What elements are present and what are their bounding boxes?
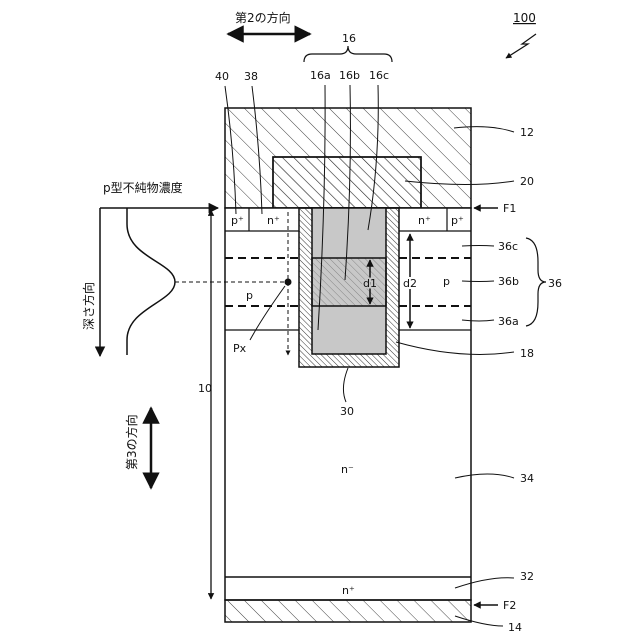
ref-30: 30 bbox=[340, 405, 354, 418]
region-n-minus: n⁻ bbox=[341, 463, 354, 476]
second-direction-label: 第2の方向 bbox=[235, 10, 291, 25]
region-p-left: p bbox=[246, 289, 253, 302]
ref-40: 40 bbox=[215, 70, 229, 83]
ref-F2: F2 bbox=[503, 599, 516, 612]
ref-36: 36 bbox=[548, 277, 562, 290]
insulator-20-hatch bbox=[273, 157, 421, 208]
leader-36c bbox=[462, 246, 494, 247]
figure-number-leader bbox=[506, 34, 536, 58]
ref-16c: 16c bbox=[369, 69, 389, 82]
region-p-right: p bbox=[443, 275, 450, 288]
ref-20: 20 bbox=[520, 175, 534, 188]
ref-32: 32 bbox=[520, 570, 534, 583]
leader-36a bbox=[462, 320, 494, 321]
ref-34: 34 bbox=[520, 472, 534, 485]
figure-number: 100 bbox=[513, 11, 536, 25]
ref-16a: 16a bbox=[310, 69, 331, 82]
region-n-plus-bottom: n⁺ bbox=[342, 584, 355, 597]
depth-direction-label: 深さ方向 bbox=[81, 282, 96, 330]
ref-12: 12 bbox=[520, 126, 534, 139]
concentration-label: p型不純物濃度 bbox=[103, 180, 183, 195]
ref-36a: 36a bbox=[498, 315, 519, 328]
concentration-profile-curve bbox=[127, 208, 175, 355]
region-p-plus-left: p⁺ bbox=[231, 214, 244, 227]
ref-d2: d2 bbox=[403, 277, 417, 290]
leader-36b bbox=[462, 281, 494, 282]
brace-16 bbox=[304, 46, 392, 62]
region-n-plus-right: n⁺ bbox=[418, 214, 431, 227]
region-p-plus-right: p⁺ bbox=[451, 214, 464, 227]
ref-16b: 16b bbox=[339, 69, 360, 82]
ref-38: 38 bbox=[244, 70, 258, 83]
ref-18: 18 bbox=[520, 347, 534, 360]
ref-d1: d1 bbox=[363, 277, 377, 290]
ref-10: 10 bbox=[198, 382, 212, 395]
back-electrode-14 bbox=[225, 600, 471, 622]
ref-36b: 36b bbox=[498, 275, 519, 288]
brace-36 bbox=[526, 238, 546, 326]
ref-F1: F1 bbox=[503, 202, 516, 215]
third-direction-label: 第3の方向 bbox=[124, 414, 139, 470]
region-n-plus-left: n⁺ bbox=[267, 214, 280, 227]
px-point bbox=[285, 279, 292, 286]
ref-Px: Px bbox=[233, 342, 247, 355]
ref-16: 16 bbox=[342, 32, 356, 45]
ref-14: 14 bbox=[508, 621, 522, 634]
ref-36c: 36c bbox=[498, 240, 518, 253]
